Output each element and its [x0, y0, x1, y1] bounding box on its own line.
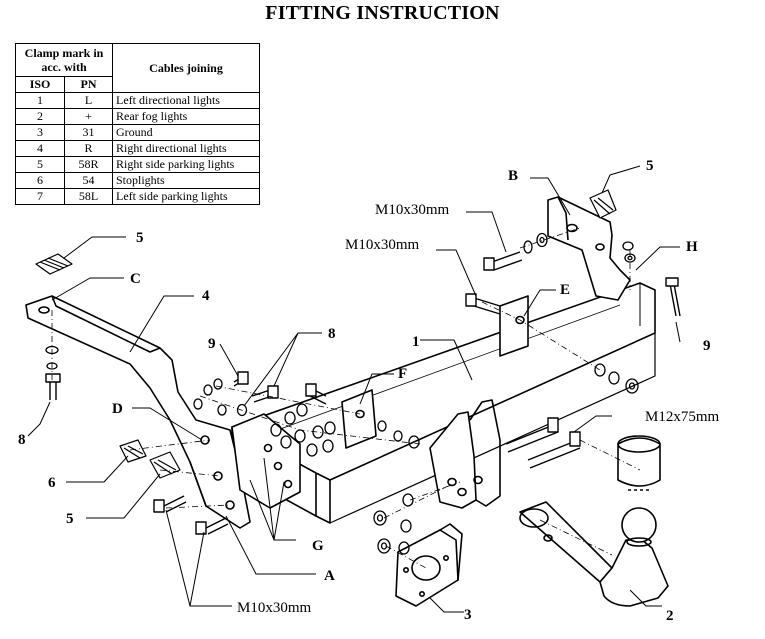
table-row: 2+Rear fog lights: [14, 108, 260, 125]
cell-iso: 4: [14, 140, 66, 157]
cell-cable: Left side parking lights: [112, 188, 260, 205]
label-part-9-right: 9: [703, 338, 711, 354]
label-bolt-ball: M12x75mm: [645, 409, 720, 425]
page-title: FITTING INSTRUCTION: [265, 2, 500, 24]
label-part-9-left: 9: [208, 336, 216, 352]
label-letter-h: H: [686, 239, 698, 255]
label-letter-a: A: [324, 568, 335, 584]
label-part-5-top-left: 5: [136, 230, 144, 246]
label-letter-f: F: [398, 366, 407, 382]
header-clamp-mark: Clamp mark in acc. with: [15, 43, 113, 77]
cell-cable: Right side parking lights: [112, 156, 260, 173]
clamp-table: Clamp mark in acc. with Cables joining I…: [14, 43, 260, 205]
label-part-4: 4: [202, 288, 210, 304]
cell-cable: Rear fog lights: [112, 108, 260, 125]
left-side-arm: [25, 295, 251, 529]
ball-mount-plates: [429, 399, 501, 509]
label-part-8-left: 8: [18, 432, 26, 448]
label-part-3: 3: [464, 607, 472, 623]
tow-ball: [519, 435, 669, 607]
bracket-f: [341, 389, 377, 449]
leader-lines: [27, 165, 681, 613]
alignment-lines: [51, 227, 641, 569]
center-plate-e: [499, 295, 529, 357]
label-letter-b: B: [508, 168, 518, 184]
cell-iso: 7: [14, 188, 66, 205]
diagram-labels: 5 5 C 4 B H E 8 9 9 F 1 D 6 5 8 G A 3 2 …: [18, 158, 720, 624]
socket-plate: [395, 523, 463, 607]
label-bolt-top-1: M10x30mm: [375, 202, 450, 218]
cable-clips: [35, 189, 617, 479]
cell-cable: Right directional lights: [112, 140, 260, 157]
bolts: [45, 251, 681, 535]
label-letter-e: E: [560, 282, 570, 298]
label-letter-g: G: [312, 538, 324, 554]
header-pn: PN: [64, 76, 113, 93]
label-part-8-center: 8: [328, 326, 336, 342]
label-bolt-bottom: M10x30mm: [237, 600, 312, 616]
table-subheader-row: ISO PN: [14, 76, 260, 93]
label-part-1: 1: [412, 334, 420, 350]
label-part-6: 6: [48, 475, 56, 491]
table-header-row: Clamp mark in acc. with Cables joining: [15, 43, 260, 93]
label-letter-c: C: [130, 271, 141, 287]
label-part-5-top-right: 5: [646, 158, 654, 174]
label-part-2: 2: [666, 608, 674, 624]
label-letter-d: D: [112, 401, 123, 417]
cell-pn: 58R: [64, 156, 113, 173]
right-bracket: [547, 196, 631, 301]
label-bolt-top-2: M10x30mm: [345, 237, 420, 253]
label-part-5-bottom: 5: [66, 511, 74, 527]
